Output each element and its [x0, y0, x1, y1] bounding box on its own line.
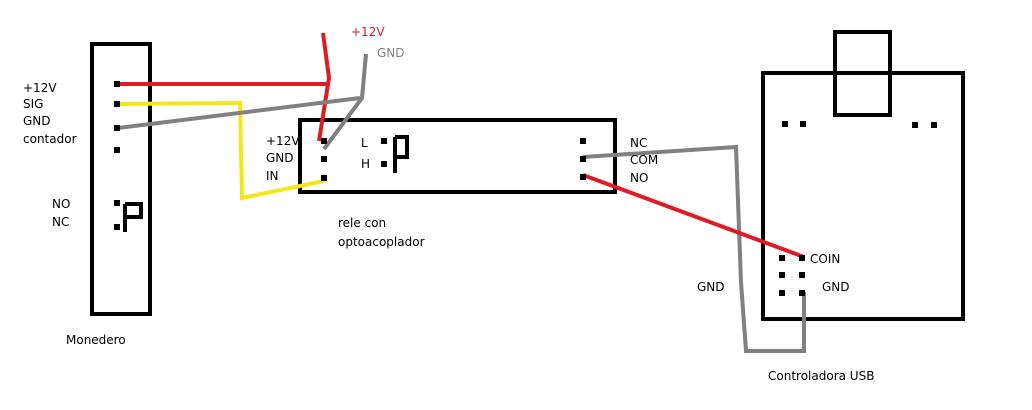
usb-title: Controladora USB — [768, 369, 874, 383]
pin — [779, 290, 785, 296]
wire-sig — [117, 100, 325, 201]
pin — [321, 156, 327, 162]
pin — [912, 122, 918, 128]
monedero-box — [90, 42, 152, 316]
monedero-pin-label: contador — [23, 132, 77, 146]
usb-pins — [779, 121, 937, 296]
relay-pins — [321, 138, 586, 181]
wire-gnd-monedero — [117, 96, 361, 130]
pin — [931, 122, 937, 128]
usb-connector — [833, 30, 892, 117]
relay-output-label: NC — [630, 136, 647, 150]
wire-gnd-supply — [322, 53, 368, 151]
relay-title-line2: optoacoplador — [338, 235, 425, 249]
pin — [114, 200, 120, 206]
monedero-switch-icon — [123, 202, 143, 232]
wire-12v-supply — [317, 32, 332, 142]
supply-12v-label: +12V — [351, 25, 385, 39]
pin — [381, 161, 387, 167]
pin — [799, 290, 805, 296]
pin — [321, 175, 327, 181]
relay-indicator-label: L — [361, 136, 368, 150]
pin — [114, 224, 120, 230]
relay-output-label: NO — [630, 171, 648, 185]
relay-input-label: GND — [266, 151, 294, 165]
monedero-no-label: NO — [52, 197, 70, 211]
pin — [799, 255, 805, 261]
pin — [580, 174, 586, 180]
monedero-nc-label: NC — [52, 215, 69, 229]
pin — [321, 138, 327, 144]
relay-indicator-label: H — [361, 157, 370, 171]
supply-gnd-label: GND — [377, 46, 405, 60]
relay-output-label: COM — [630, 153, 658, 167]
wire-no-coin — [582, 173, 805, 259]
pin — [580, 156, 586, 162]
pin — [114, 101, 120, 107]
pin — [779, 255, 785, 261]
pin — [114, 147, 120, 153]
usb-controller-box — [761, 71, 965, 321]
monedero-title: Monedero — [66, 333, 126, 347]
relay-input-label: +12V — [266, 134, 300, 148]
pin — [799, 272, 805, 278]
relay-box — [298, 118, 617, 194]
pin — [381, 138, 387, 144]
monedero-pin-label: GND — [23, 114, 51, 128]
pin — [114, 81, 120, 87]
monedero-pins — [114, 81, 120, 230]
pin — [782, 121, 788, 127]
wire-com-gnd — [582, 144, 806, 353]
pin — [800, 121, 806, 127]
usb-gnd-label: GND — [822, 280, 850, 294]
monedero-pin-label: SIG — [23, 97, 43, 111]
relay-title-line1: rele con — [338, 216, 386, 230]
pin — [779, 272, 785, 278]
relay-switch-icon — [393, 135, 409, 173]
gnd-wire-label: GND — [697, 280, 725, 294]
relay-input-label: IN — [266, 169, 279, 183]
pin — [114, 125, 120, 131]
monedero-pin-label: +12V — [23, 81, 57, 95]
pin — [580, 138, 586, 144]
usb-coin-label: COIN — [810, 252, 840, 266]
